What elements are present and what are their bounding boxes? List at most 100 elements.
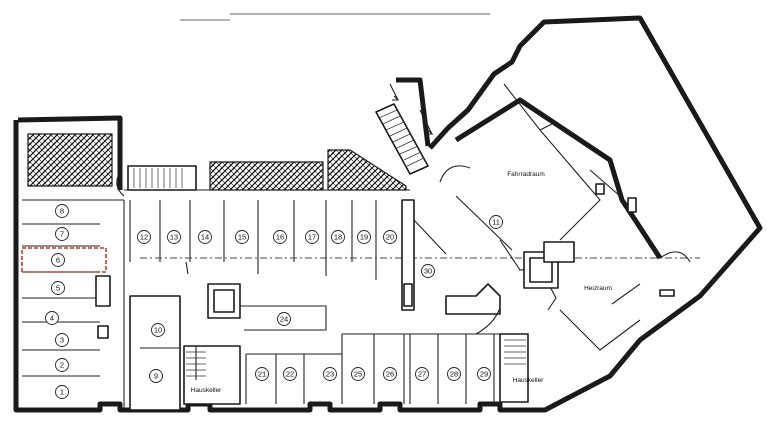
space-number-label: 10 [154,326,162,335]
space-number-circle [149,369,163,383]
space-number-18[interactable]: 18 [331,230,345,244]
space-number-12[interactable]: 12 [137,230,151,244]
building-outline [13,15,763,413]
space-number-label: 18 [334,233,342,242]
space-number-label: 11 [492,218,500,227]
space-number-29[interactable]: 29 [477,367,491,381]
hauskeller-right [499,333,529,403]
space-number-2[interactable]: 2 [55,358,69,372]
space-number-label: 14 [201,233,209,242]
space-number-label: 3 [60,336,64,345]
space-number-4[interactable]: 4 [45,311,59,325]
space-number-20[interactable]: 20 [383,230,397,244]
bottom-bays [245,307,501,404]
room-label-fahrradraum: Fahrradraum [507,171,545,178]
space-number-3[interactable]: 3 [55,333,69,347]
space-number-label: 6 [56,256,60,265]
hauskeller-left [183,345,241,405]
space-number-label: 2 [60,361,64,370]
space-number-5[interactable]: 5 [51,281,65,295]
space-number-circle [273,230,287,244]
header-marks [180,13,490,21]
space-number-label: 24 [280,315,288,324]
space-number-22[interactable]: 22 [283,367,297,381]
space-number-11[interactable]: 11 [489,215,503,229]
space-number-label: 29 [480,370,488,379]
space-number-circle [277,312,291,326]
space-number-14[interactable]: 14 [198,230,212,244]
space-number-label: 1 [60,388,64,397]
space-number-circle [447,367,461,381]
space-number-7[interactable]: 7 [55,227,69,241]
space-number-30[interactable]: 30 [421,264,435,278]
space-number-label: 5 [56,284,60,293]
space-number-label: 30 [424,267,432,276]
space-number-label: 26 [386,370,394,379]
space-number-label: 13 [170,233,178,242]
space-number-26[interactable]: 26 [383,367,397,381]
space-number-circle [137,230,151,244]
space-number-circle [357,230,371,244]
space-number-label: 20 [386,233,394,242]
space-number-label: 28 [450,370,458,379]
space-number-17[interactable]: 17 [305,230,319,244]
space-number-label: 25 [354,370,362,379]
space-number-19[interactable]: 19 [357,230,371,244]
space-number-circle [383,230,397,244]
space-number-circle [351,367,365,381]
right-wing [439,83,691,351]
space-number-label: 9 [154,372,158,381]
space-number-25[interactable]: 25 [351,367,365,381]
space-number-label: 27 [418,370,426,379]
space-number-6[interactable]: 6 [51,253,65,267]
space-number-circle [51,281,65,295]
top-bays [129,200,700,280]
highlighted-space-6[interactable] [21,247,107,273]
space-number-label: 22 [286,370,294,379]
space-number-8[interactable]: 8 [55,204,69,218]
space-number-10[interactable]: 10 [151,323,165,337]
space-number-circle [55,385,69,399]
space-number-circle [151,323,165,337]
space-number-9[interactable]: 9 [149,369,163,383]
space-number-label: 8 [60,207,64,216]
space-number-label: 12 [140,233,148,242]
space-number-circle [383,367,397,381]
space-number-circle [55,358,69,372]
space-number-label: 23 [326,370,334,379]
space-number-circle [55,204,69,218]
stairs-top [116,165,197,197]
space-number-circle [323,367,337,381]
room-label-heizraum: Heizraum [584,285,612,292]
space-number-circle [415,367,429,381]
space-number-circle [421,264,435,278]
space-number-circle [331,230,345,244]
space-number-24[interactable]: 24 [277,312,291,326]
space-number-label: 16 [276,233,284,242]
space-number-circle [51,253,65,267]
hatched-areas [27,133,407,191]
space-number-15[interactable]: 15 [235,230,249,244]
space-number-23[interactable]: 23 [323,367,337,381]
space-number-circle [45,311,59,325]
space-number-circle [55,333,69,347]
space-number-label: 19 [360,233,368,242]
space-number-label: 17 [308,233,316,242]
space-number-circle [255,367,269,381]
space-number-1[interactable]: 1 [55,385,69,399]
space-number-label: 21 [258,370,266,379]
space-number-21[interactable]: 21 [255,367,269,381]
space-number-circle [489,215,503,229]
space-number-circle [305,230,319,244]
central-structures [129,199,501,411]
space-number-28[interactable]: 28 [447,367,461,381]
space-number-circle [283,367,297,381]
space-number-16[interactable]: 16 [273,230,287,244]
space-number-27[interactable]: 27 [415,367,429,381]
space-number-label: 15 [238,233,246,242]
space-number-13[interactable]: 13 [167,230,181,244]
space-number-label: 4 [50,314,54,323]
room-label-hauskeller-left: Hauskeller [191,387,223,394]
